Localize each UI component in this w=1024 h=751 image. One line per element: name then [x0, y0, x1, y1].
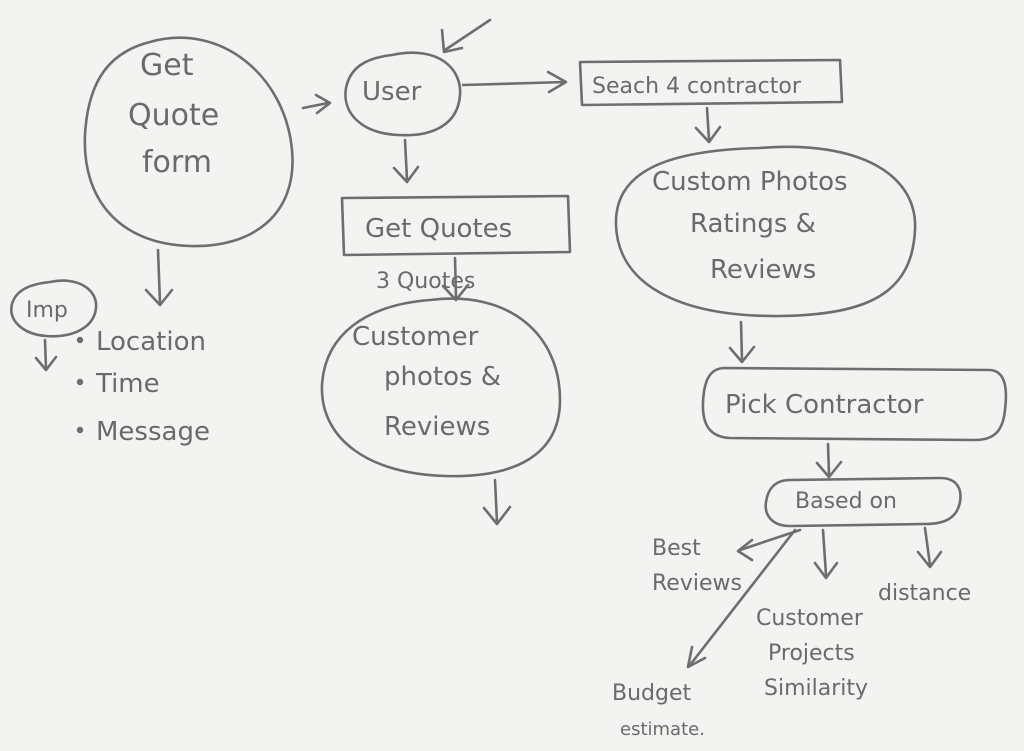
similarity-line1: Customer	[756, 606, 864, 631]
custom-photos-line3: Reviews	[710, 255, 816, 285]
custom-photos-line1: Custom Photos	[652, 167, 848, 197]
based-on-node: Based on	[764, 476, 962, 528]
quote-form-line1: Get	[140, 48, 194, 83]
distance-label: distance	[878, 581, 971, 606]
pick-node: Pick Contractor	[701, 366, 1008, 442]
arrow-to-best-reviews	[736, 528, 802, 562]
get-quotes-node: Get Quotes	[340, 194, 572, 257]
imp-label: Imp	[26, 298, 68, 323]
similarity-line3: Similarity	[764, 676, 868, 701]
search-label: Seach 4 contractor	[592, 74, 802, 99]
quote-form-line2: Quote	[128, 98, 219, 133]
quote-form-node: Get Quote form	[83, 36, 294, 248]
arrow-quotes-down	[441, 256, 470, 302]
quote-form-line3: form	[142, 145, 212, 180]
arrow-to-distance	[916, 526, 943, 569]
bullet-time: Time	[95, 369, 160, 399]
similarity-line2: Projects	[768, 641, 855, 666]
budget-line1: Budget	[612, 681, 692, 706]
imp-node: Imp	[10, 279, 98, 338]
best-reviews-line1: Best	[652, 536, 701, 561]
get-quotes-label: Get Quotes	[365, 214, 512, 244]
custom-photos-node: Custom Photos Ratings & Reviews	[614, 145, 917, 318]
bullet-dot	[76, 426, 84, 434]
customer-photos-line1: Customer	[352, 322, 479, 352]
user-label: User	[362, 77, 422, 107]
pick-label: Pick Contractor	[725, 390, 924, 420]
arrow-form-down	[144, 248, 174, 307]
bullet-dot	[76, 378, 84, 386]
arrow-user-to-search	[461, 70, 568, 94]
arrow-into-user	[440, 18, 492, 54]
customer-photos-node: Customer photos & Reviews	[320, 297, 562, 478]
search-node: Seach 4 contractor	[578, 58, 844, 107]
custom-photos-line2: Ratings &	[690, 209, 816, 239]
budget-line2: estimate.	[620, 719, 705, 740]
quotes-count-note: 3 Quotes	[376, 269, 475, 294]
best-reviews-line2: Reviews	[652, 571, 742, 596]
customer-photos-line2: photos &	[384, 362, 501, 392]
arrow-customer-photos-down	[482, 478, 512, 526]
bullet-location: Location	[96, 327, 206, 357]
arrow-custom-to-pick	[728, 320, 756, 364]
based-on-label: Based on	[795, 489, 897, 514]
bullet-dot	[76, 336, 84, 344]
arrow-to-budget	[686, 528, 797, 669]
bullet-message: Message	[96, 417, 210, 447]
arrow-search-down	[694, 106, 722, 144]
customer-photos-line3: Reviews	[384, 412, 490, 442]
arrow-to-similarity	[813, 528, 839, 580]
arrow-user-to-quotes	[392, 138, 420, 184]
arrow-pick-to-based	[815, 442, 843, 479]
arrow-form-to-user	[301, 93, 332, 115]
imp-bullet-list: Location Time Message	[76, 327, 210, 447]
arrow-imp-down	[34, 338, 58, 372]
user-node: User	[344, 51, 462, 137]
